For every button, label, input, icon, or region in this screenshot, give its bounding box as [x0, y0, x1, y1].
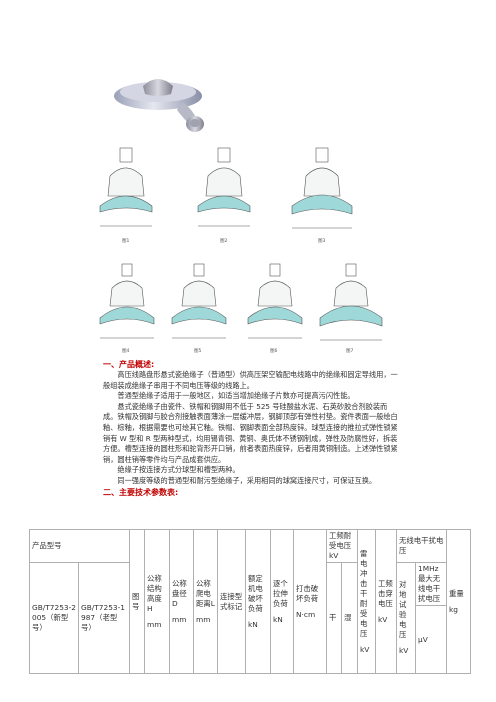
- riv-max-header: 1MHz最大无线电干扰电压: [415, 562, 447, 606]
- old-model-header: GB/T7253-1987（老型号）: [78, 562, 130, 674]
- product-model-header: 产品型号: [29, 529, 130, 563]
- wet-header: 湿: [341, 562, 358, 674]
- riv-header: 无线电干扰电压: [396, 529, 447, 563]
- pf-withstand-header: 工频耐受电压 kV: [326, 529, 358, 563]
- drawing-fig5: [171, 263, 227, 339]
- dimension-drawings: 图1 图2 图3 图4 图5 图6 图7: [99, 147, 383, 354]
- overview-paragraph: 普通型绝缘子适用于一般地区，如适当增加绝缘子片数亦可提高污闪性能。: [117, 391, 355, 401]
- fig-label-7: 图7: [346, 348, 353, 354]
- new-model-header: GB/T7253-2005（新型号）: [29, 562, 79, 674]
- fig-label-4: 图4: [122, 348, 129, 354]
- insulator-photo: [114, 79, 204, 132]
- drawing-fig4: [99, 263, 155, 339]
- fig-label-6: 图6: [270, 348, 277, 354]
- overview-paragraph: 绝缘子按连接方式分球型和槽型两种。: [117, 465, 240, 475]
- fig-label-2: 图2: [220, 238, 227, 244]
- overview-section: 一、产品概述: 高压线路盘形悬式瓷绝缘子（普通型）供高压架空输配电线路中的绝缘和…: [103, 359, 401, 498]
- fig-label-3: 图3: [318, 238, 325, 244]
- drawing-fig2: [197, 147, 251, 227]
- overview-heading: 一、产品概述:: [103, 360, 155, 369]
- drawing-fig7: [319, 263, 383, 341]
- overview-paragraph: 同一强度等级的普通型和耐污型绝缘子，采用相同的球窝连接尺寸，可保证互换。: [117, 475, 377, 485]
- dry-header: 干: [326, 562, 342, 674]
- fig-label-1: 图1: [122, 238, 129, 244]
- connection-header: 连接型式标记: [217, 529, 246, 674]
- fig-label-5: 图5: [194, 348, 201, 354]
- drawing-fig1: [99, 147, 153, 227]
- riv-max-unit: μV: [415, 605, 447, 674]
- fig-no-header: 图号: [129, 529, 145, 674]
- overview-paragraph: 悬式瓷绝缘子由瓷件、铁帽和钢脚用不低于 525 号硅酸盐水泥、石英砂胶合剂胶装而…: [103, 401, 398, 464]
- specs-heading: 二、主要技术参数表:: [103, 487, 179, 497]
- drawing-fig3: [291, 147, 353, 229]
- drawing-fig6: [247, 263, 303, 339]
- overview-paragraph: 高压线路盘形悬式瓷绝缘子（普通型）供高压架空输配电线路中的绝缘和固定导线用，一般…: [103, 370, 398, 390]
